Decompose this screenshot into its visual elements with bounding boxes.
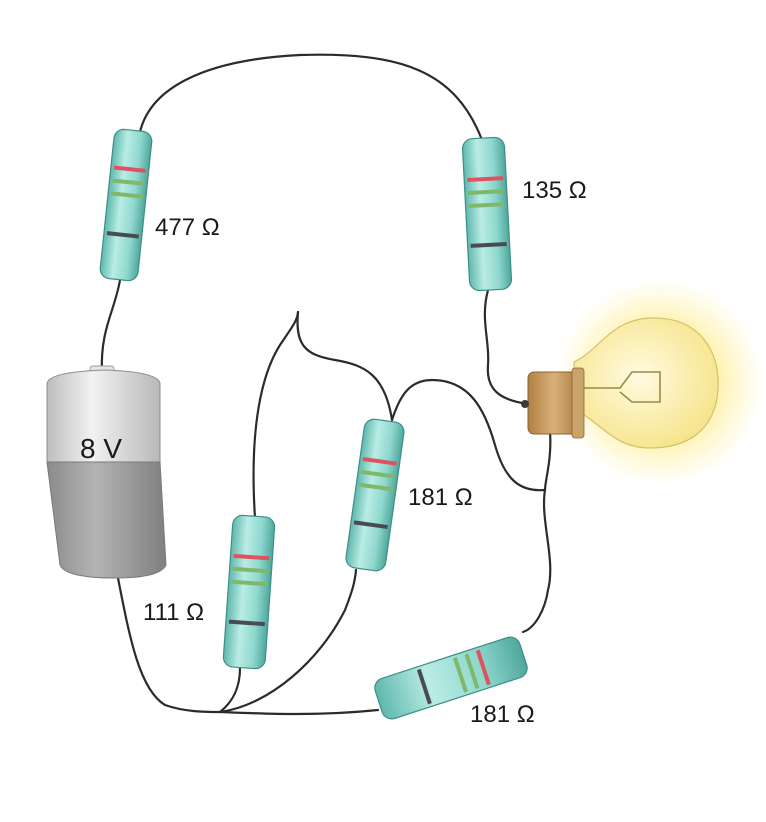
battery: 8 V: [46, 365, 167, 579]
resistor-181-middle: [345, 418, 405, 572]
wire-loop-to-181-middle: [296, 310, 394, 422]
light-bulb: [521, 278, 764, 486]
resistor-111: [222, 514, 276, 670]
battery-body-bottom: [46, 461, 167, 579]
bulb-base-ring: [571, 367, 585, 439]
resistor-181-bottom: [374, 636, 528, 720]
bulb-contact: [521, 400, 529, 408]
wire-181-middle-to-bulb: [390, 378, 547, 492]
resistor-477: [99, 128, 153, 282]
wire-477-to-battery: [100, 278, 122, 374]
resistor-135: [461, 136, 513, 292]
wire-top-arch: [138, 53, 484, 142]
bulb-filament: [580, 371, 661, 403]
wire-junction-to-111: [218, 666, 242, 714]
wire-battery-to-junction: [116, 576, 222, 714]
battery-body-top: [46, 369, 161, 463]
resistor-111-label: 111 Ω: [143, 599, 204, 626]
resistor-181-middle-label: 181 Ω: [408, 484, 473, 511]
bulb-glass: [573, 317, 719, 449]
wire-135-to-bulb: [483, 288, 530, 406]
wire-junction-to-bottom-resistor: [218, 708, 380, 716]
wire-bulb-down: [521, 430, 552, 634]
resistor-477-label: 477 Ω: [155, 214, 220, 241]
wires: [100, 53, 552, 716]
wire-junction-to-181-middle: [218, 568, 358, 714]
battery-voltage-label: 8 V: [80, 433, 122, 464]
resistor-135-label: 135 Ω: [522, 177, 587, 204]
resistor-181-bottom-label: 181 Ω: [470, 701, 535, 728]
wire-111-up-loop: [252, 310, 300, 520]
